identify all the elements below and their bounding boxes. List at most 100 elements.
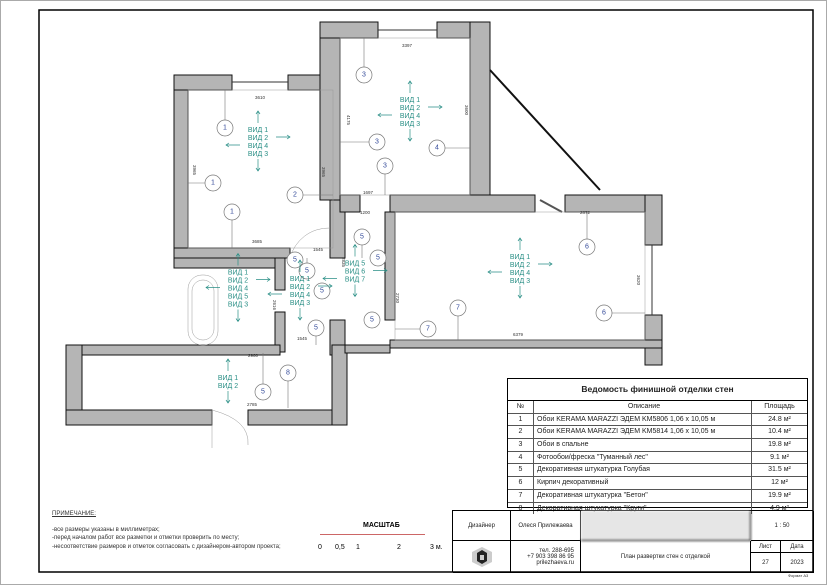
dimension-label: 3610 — [255, 95, 266, 100]
view-label: ВИД 4 — [228, 286, 248, 293]
wall-finish-marker: 2 — [286, 186, 333, 204]
note-line: -перед началом работ все разметки и отме… — [52, 535, 240, 541]
arrow-left-icon — [322, 276, 337, 281]
wall-finish-marker: 3 — [376, 157, 394, 195]
header-no: № — [508, 401, 534, 413]
walls — [65, 21, 663, 426]
marker-number: 5 — [376, 255, 380, 262]
marker-number: 3 — [375, 139, 379, 146]
date-year: 2023 — [781, 553, 814, 573]
marker-circle — [204, 174, 222, 192]
marker-number: 6 — [602, 310, 606, 317]
row-description: Декоративная штукатурка "Круги" — [534, 502, 752, 515]
view-label: ВИД 3 — [228, 302, 248, 309]
marker-number: 3 — [362, 72, 366, 79]
designer-label: Дизайнер — [453, 511, 511, 541]
marker-number: 7 — [426, 326, 430, 333]
arrow-up-icon — [407, 80, 413, 93]
marker-circle — [595, 304, 613, 322]
view-label: ВИД 1 — [510, 254, 530, 261]
marker-circle — [298, 262, 316, 280]
view-label: ВИД 4 — [248, 143, 268, 150]
marker-circle — [428, 139, 446, 157]
notes-title: ПРИМЕЧАНИЕ: — [52, 511, 96, 517]
marker-number: 5 — [314, 325, 318, 332]
row-description: Обои KERAMA MARAZZI ЭДЕМ KM5814 1,06 x 1… — [534, 426, 752, 439]
row-area: 19.8 м² — [768, 441, 791, 449]
dimension-label: 3600 — [464, 105, 469, 116]
view-label: ВИД 1 — [218, 375, 238, 382]
view-label: ВИД 5 — [345, 261, 365, 268]
row-description: Фотообои/фреска "Туманный лес" — [534, 451, 752, 464]
arrow-right-icon — [256, 277, 271, 282]
row-number: 1 — [508, 413, 534, 426]
wall-finish-marker: 7 — [449, 299, 467, 340]
arrow-down-icon — [255, 159, 261, 172]
view-label: ВИД 1 — [228, 270, 248, 277]
wall-finish-marker: 5 — [363, 311, 381, 329]
arrow-up-icon — [255, 110, 261, 123]
website: prilezhaeva.ru — [536, 559, 574, 566]
dimension-label: 3620 — [636, 275, 641, 286]
row-area: 19.9 м² — [768, 491, 791, 499]
view-label: ВИД 2 — [218, 383, 238, 390]
marker-circle — [254, 383, 272, 401]
project-title-blurred — [581, 511, 751, 541]
dimension-label: 2835 — [341, 257, 346, 268]
row-area: 9.1 м² — [770, 453, 789, 461]
marker-number: 5 — [360, 234, 364, 241]
marker-number: 8 — [286, 370, 290, 377]
arrow-up-icon — [352, 243, 358, 257]
row-number: 3 — [508, 439, 534, 451]
date-label: Дата — [781, 541, 814, 553]
scale-tick: 3 м. — [430, 544, 443, 551]
arrow-down-icon — [225, 391, 231, 404]
wall-finish-marker: 5 — [353, 228, 371, 258]
arrow-down-icon — [297, 308, 303, 321]
wall-finish-marker: 5 — [254, 353, 272, 401]
wall-finish-marker: 5 — [286, 251, 304, 269]
view-label: ВИД 7 — [345, 277, 365, 284]
marker-number: 5 — [293, 257, 297, 264]
view-label: ВИД 3 — [400, 121, 420, 128]
table-header: № Описание Площадь — [508, 401, 807, 414]
view-label: ВИД 5 — [228, 294, 248, 301]
marker-circle — [449, 299, 467, 317]
arrow-left-icon — [225, 142, 240, 148]
marker-number: 5 — [305, 268, 309, 275]
marker-circle — [223, 203, 241, 221]
marker-circle — [369, 249, 387, 267]
designer-name: Олеся Прилежаева — [511, 511, 581, 541]
wall-finish-marker: 1 — [223, 203, 241, 248]
wall-finish-marker: 1 — [188, 174, 222, 192]
dimension-label: 1545 — [297, 336, 308, 341]
arrow-right-icon — [373, 268, 388, 273]
logo — [453, 541, 511, 573]
notes: ПРИМЕЧАНИЕ: -все размеры указаны в милли… — [52, 510, 281, 551]
dimension-label: 3965 — [321, 167, 326, 178]
note-line: -несоответствие размеров и отметок согла… — [52, 543, 281, 550]
marker-number: 1 — [223, 125, 227, 132]
format-label: Формат А3 — [788, 573, 809, 578]
view-label: ВИД 4 — [290, 292, 310, 299]
marker-number: 7 — [456, 305, 460, 312]
marker-number: 2 — [293, 192, 297, 199]
view-label: ВИД 3 — [290, 300, 310, 307]
view-label: ВИД 2 — [510, 262, 530, 269]
wall-finish-marker: 6 — [595, 304, 645, 322]
marker-circle — [353, 228, 371, 246]
scale-tick: 0,5 — [335, 544, 345, 551]
arrow-up-icon — [235, 252, 241, 266]
